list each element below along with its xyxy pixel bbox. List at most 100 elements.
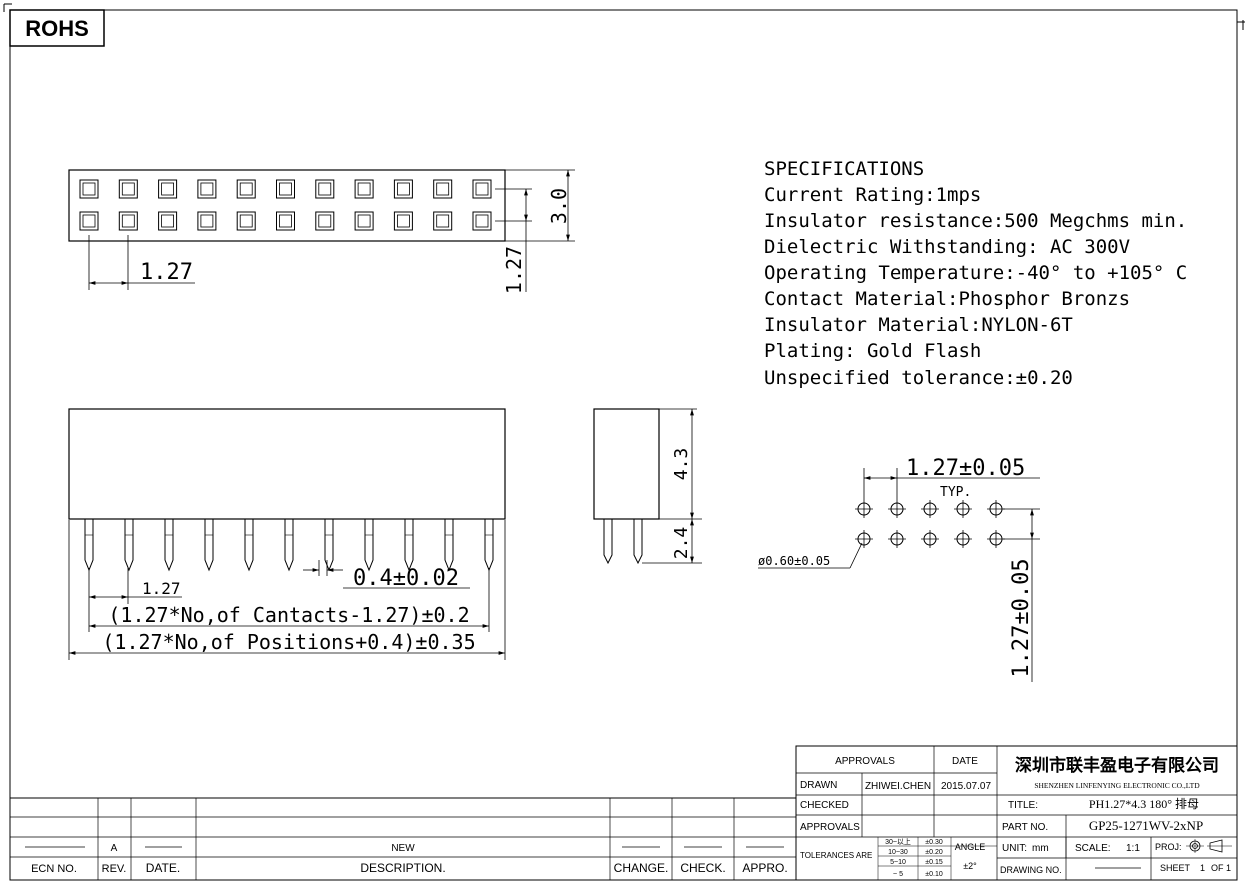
rohs-label: ROHS xyxy=(25,16,89,41)
contact-square-outer xyxy=(315,179,335,199)
corner-mark-right xyxy=(1237,20,1245,30)
front-pin xyxy=(164,519,174,572)
contact-square-outer xyxy=(158,179,178,199)
contact-square-inner xyxy=(436,182,450,196)
contact-square-inner xyxy=(239,182,253,196)
drawing-no-label: DRAWING NO. xyxy=(1000,865,1062,875)
contact-square-outer xyxy=(236,179,256,199)
front-pin xyxy=(124,519,134,572)
tol-value: ±0.20 xyxy=(925,849,943,856)
side-height-label: 4.3 xyxy=(671,448,692,481)
contact-square-outer xyxy=(433,211,453,231)
check-label: CHECK. xyxy=(680,861,725,875)
tol-range: 30~以上 xyxy=(885,837,911,846)
date-header: DATE xyxy=(952,756,978,767)
rev-label: REV. xyxy=(102,863,127,875)
top-pitch-label: 1.27 xyxy=(140,260,193,285)
front-pitch-label: 1.27 xyxy=(142,579,181,598)
drawn-name: ZHIWEI.CHEN xyxy=(865,781,931,792)
spec-line: Dielectric Withstanding: AC 300V xyxy=(764,236,1130,258)
drawn-date: 2015.07.07 xyxy=(941,781,991,792)
front-pin xyxy=(284,519,294,572)
tol-value: ±0.10 xyxy=(925,871,943,878)
part-value: GP25-1271WV-2xNP xyxy=(1089,818,1203,833)
scale-label: SCALE: xyxy=(1075,843,1111,854)
spec-line: Plating: Gold Flash xyxy=(764,340,981,362)
spec-heading: SPECIFICATIONS xyxy=(764,158,924,180)
contact-square-inner xyxy=(357,182,371,196)
projection-icon xyxy=(1186,839,1232,853)
contact-square-inner xyxy=(239,214,253,228)
drawing-border xyxy=(9,9,1238,881)
angle-value: ±2° xyxy=(963,861,977,871)
proj-label: PROJ: xyxy=(1155,842,1182,852)
contact-square-inner xyxy=(475,214,489,228)
tol-range: ~ 5 xyxy=(893,871,903,878)
contact-square-outer xyxy=(354,211,374,231)
sheet-label: SHEET xyxy=(1160,863,1191,873)
pcb-row-pitch-label: 1.27±0.05 xyxy=(1009,558,1034,677)
drawn-label: DRAWN xyxy=(800,780,837,791)
contact-square-outer xyxy=(79,179,99,199)
contact-square-outer xyxy=(393,211,413,231)
front-pin xyxy=(484,519,494,572)
tol-value: ±0.30 xyxy=(925,839,943,846)
company-name-en: SHENZHEN LINFENYING ELECTRONIC CO.,LTD xyxy=(1034,781,1200,790)
contact-square-outer xyxy=(315,211,335,231)
desc-value: NEW xyxy=(391,843,415,854)
front-view: 1.27 0.4±0.02 (1.27*No,of Cantacts-1.27)… xyxy=(68,408,506,660)
contact-square-inner xyxy=(318,214,332,228)
specifications: SPECIFICATIONS Current Rating:1mps Insul… xyxy=(764,158,1187,389)
contact-square-inner xyxy=(161,214,175,228)
front-pin xyxy=(244,519,254,572)
top-view-pins xyxy=(79,179,492,231)
description-label: DESCRIPTION. xyxy=(360,861,445,875)
front-pin xyxy=(204,519,214,572)
side-pin xyxy=(603,519,613,565)
contact-square-outer xyxy=(472,211,492,231)
revision-block: A NEW ECN NO. REV. DATE. DESCRIPTION. CH… xyxy=(10,797,796,880)
ecn-label: ECN NO. xyxy=(31,863,77,875)
contact-square-inner xyxy=(357,214,371,228)
rev-value: A xyxy=(111,843,118,854)
pcb-hole-label: ø0.60±0.05 xyxy=(758,554,830,568)
contact-square-outer xyxy=(118,211,138,231)
scale-value: 1:1 xyxy=(1126,843,1140,854)
change-label: CHANGE. xyxy=(614,861,669,875)
approvals-label: APPROVALS xyxy=(800,822,860,833)
contact-square-inner xyxy=(396,182,410,196)
contact-square-inner xyxy=(121,182,135,196)
spec-line: Current Rating:1mps xyxy=(764,184,981,206)
front-pin xyxy=(364,519,374,572)
side-view-body xyxy=(593,408,660,520)
contact-square-outer xyxy=(118,179,138,199)
contact-square-outer xyxy=(79,211,99,231)
part-label: PART NO. xyxy=(1002,822,1048,833)
unit-value: mm xyxy=(1032,843,1049,854)
top-row-pitch-label: 1.27 xyxy=(502,246,526,294)
contact-square-outer xyxy=(393,179,413,199)
contact-square-inner xyxy=(121,214,135,228)
side-pin xyxy=(633,519,643,565)
positions-formula-label: (1.27*No,of Positions+0.4)±0.35 xyxy=(102,630,475,654)
rohs-box xyxy=(9,9,105,47)
contact-square-inner xyxy=(318,182,332,196)
contact-square-outer xyxy=(236,211,256,231)
contact-square-outer xyxy=(354,179,374,199)
contacts-formula-label: (1.27*No,of Cantacts-1.27)±0.2 xyxy=(108,603,469,627)
approvals-header: APPROVALS xyxy=(835,756,895,767)
contact-square-outer xyxy=(197,179,217,199)
tolerances-label: TOLERANCES ARE xyxy=(800,851,872,860)
pin-width-label: 0.4±0.02 xyxy=(353,566,459,591)
contact-square-inner xyxy=(82,214,96,228)
title-value: PH1.27*4.3 180° 排母 xyxy=(1089,797,1199,811)
appro-label: APPRO. xyxy=(742,861,787,875)
front-pin xyxy=(324,519,334,572)
title-label: TITLE: xyxy=(1008,800,1038,811)
corner-mark xyxy=(3,3,12,12)
front-view-pins xyxy=(84,519,494,572)
pcb-pitch-label: 1.27±0.05 xyxy=(906,456,1025,481)
date-label: DATE. xyxy=(146,861,180,875)
contact-square-outer xyxy=(472,179,492,199)
